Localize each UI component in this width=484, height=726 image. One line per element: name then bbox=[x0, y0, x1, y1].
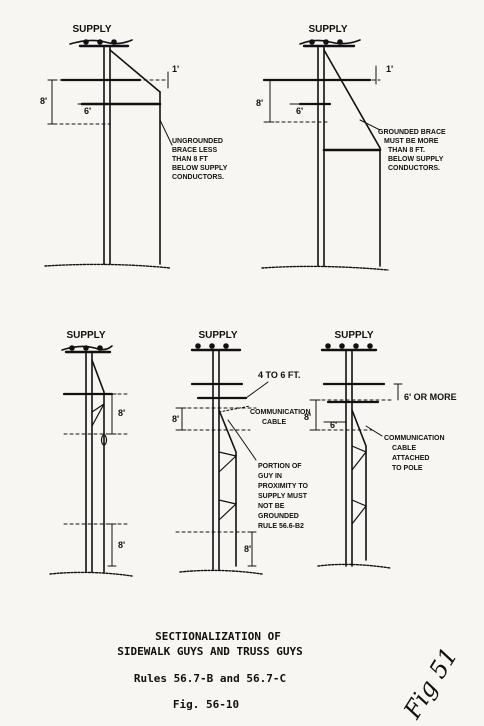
fig1-note-2: BRACE LESS bbox=[172, 147, 217, 154]
fig4-dim-lower: 8' bbox=[244, 544, 251, 554]
fig1-dim-left: 8' bbox=[40, 96, 47, 106]
caption-fig: Fig. 56-10 bbox=[173, 698, 239, 711]
truss-guy bbox=[351, 409, 367, 561]
pole bbox=[317, 45, 325, 267]
fig2-dim-arm: 6' bbox=[296, 106, 303, 116]
fig5-note-1: COMMUNICATION bbox=[384, 435, 445, 442]
fig5-note-4: TO POLE bbox=[392, 465, 423, 472]
fig1-dim-arm: 6' bbox=[84, 106, 91, 116]
fig2-note-3: THAN 8 FT. bbox=[388, 147, 425, 154]
fig2-note-2: MUST BE MORE bbox=[384, 138, 439, 145]
caption-title-line1: SECTIONALIZATION OF bbox=[155, 630, 281, 643]
pole bbox=[212, 349, 220, 571]
fig3-supply-label: SUPPLY bbox=[66, 330, 105, 341]
fig5-supply-label: SUPPLY bbox=[334, 330, 373, 341]
fig4-cable-1: COMMUNICATION bbox=[250, 409, 311, 416]
fig5-note-3: ATTACHED bbox=[392, 455, 429, 462]
fig2-note-1: GROUNDED BRACE bbox=[378, 129, 446, 136]
figure-2 bbox=[261, 39, 389, 271]
fig4-cable-2: CABLE bbox=[262, 419, 286, 426]
pole bbox=[103, 45, 111, 265]
fig1-note-5: CONDUCTORS. bbox=[172, 174, 224, 181]
truss-guy bbox=[218, 409, 237, 567]
fig1-dim-top: 1' bbox=[172, 64, 179, 74]
figure-4 bbox=[175, 343, 269, 575]
figure-1 bbox=[44, 39, 173, 269]
fig3-dim-upper: 8' bbox=[118, 408, 125, 418]
fig1-supply-label: SUPPLY bbox=[72, 24, 111, 35]
fig2-dim-left: 8' bbox=[256, 98, 263, 108]
fig1-note-4: BELOW SUPPLY bbox=[172, 165, 228, 172]
pole bbox=[85, 351, 93, 573]
fig3-dim-lower: 8' bbox=[118, 540, 125, 550]
handwritten-fig-note: Fig 51 bbox=[398, 643, 464, 725]
sidewalk-guy bbox=[323, 49, 381, 149]
supply-wire bbox=[69, 39, 133, 45]
fig4-note-6: GROUNDED bbox=[258, 513, 299, 520]
figure-5 bbox=[309, 343, 403, 569]
fig5-dim-right: 6' OR MORE bbox=[404, 392, 457, 402]
fig4-note-3: PROXIMITY TO bbox=[258, 483, 308, 490]
caption-title-line2: SIDEWALK GUYS AND TRUSS GUYS bbox=[117, 645, 302, 658]
figure-3 bbox=[49, 345, 133, 577]
fig4-dim-top: 4 TO 6 FT. bbox=[258, 370, 300, 380]
fig4-note-4: SUPPLY MUST bbox=[258, 493, 308, 500]
fig4-note-2: GUY IN bbox=[258, 473, 282, 480]
fig4-note-1: PORTION OF bbox=[258, 463, 302, 470]
fig4-dim-left: 8' bbox=[172, 414, 179, 424]
fig4-supply-label: SUPPLY bbox=[198, 330, 237, 341]
sidewalk-guy bbox=[109, 49, 161, 93]
fig5-note-2: CABLE bbox=[392, 445, 416, 452]
fig1-note-3: THAN 8 FT bbox=[172, 156, 209, 163]
fig2-note-5: CONDUCTORS. bbox=[388, 165, 440, 172]
fig2-note-4: BELOW SUPPLY bbox=[388, 156, 444, 163]
fig2-dim-top: 1' bbox=[386, 64, 393, 74]
fig1-note-1: UNGROUNDED bbox=[172, 138, 223, 145]
caption-rules: Rules 56.7-B and 56.7-C bbox=[134, 672, 286, 685]
pole bbox=[345, 349, 353, 567]
fig4-note-5: NOT BE bbox=[258, 503, 285, 510]
fig4-note-7: RULE 56.6-B2 bbox=[258, 523, 304, 530]
truss-guy bbox=[91, 359, 105, 573]
fig2-supply-label: SUPPLY bbox=[308, 24, 347, 35]
fig5-dim-left: 8' bbox=[304, 412, 311, 422]
fig5-dim-arm: 6' bbox=[330, 420, 337, 430]
